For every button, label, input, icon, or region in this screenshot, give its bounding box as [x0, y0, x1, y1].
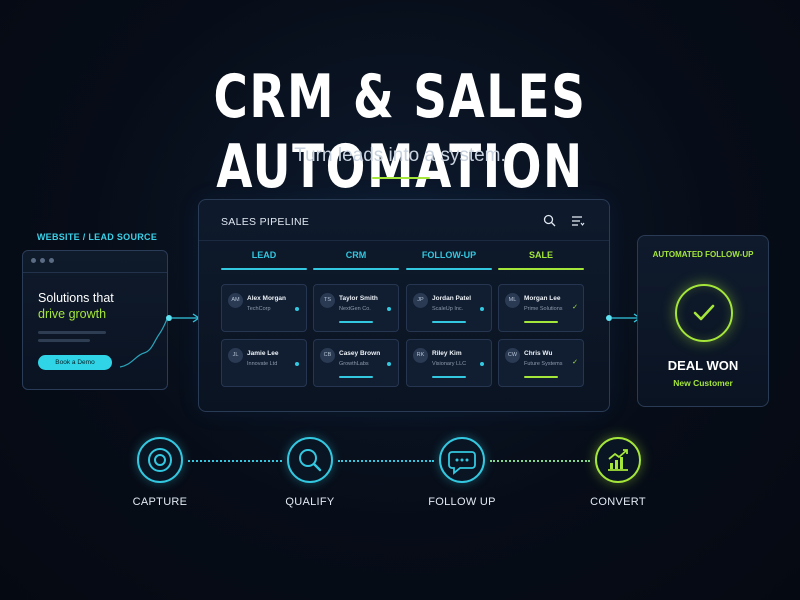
- column-crm-header[interactable]: CRM: [345, 250, 367, 260]
- window-dot-icon: [40, 258, 45, 263]
- growth-curve-icon: [119, 317, 167, 368]
- lead-card[interactable]: CW Chris Wu Future Systems ✓: [498, 339, 584, 387]
- convert-step[interactable]: [595, 437, 641, 483]
- lead-name: Alex Morgan: [247, 295, 287, 302]
- avatar: CB: [320, 348, 335, 363]
- progress-bar: [432, 376, 466, 378]
- website-headline-line1: Solutions that: [38, 291, 114, 305]
- column-underline: [221, 268, 307, 270]
- step-connector: [338, 460, 434, 462]
- lead-company: Innovate Ltd: [247, 361, 278, 367]
- progress-bar: [339, 376, 373, 378]
- step-connector: [188, 460, 282, 462]
- status-dot-icon: [480, 362, 484, 366]
- column-follow-up-header[interactable]: FOLLOW-UP: [421, 250, 477, 260]
- lead-company: GrowthLabs: [339, 361, 369, 367]
- automated-follow-up-label: AUTOMATED FOLLOW-UP: [652, 250, 754, 259]
- lead-card[interactable]: TS Taylor Smith NextGen Co.: [313, 284, 399, 332]
- pipeline-title: SALES PIPELINE: [221, 216, 310, 228]
- progress-bar: [524, 376, 558, 378]
- browser-bar: [23, 251, 167, 273]
- chart-growth-icon: [608, 449, 628, 471]
- website-preview-card: Solutions that drive growth Book a Demo: [22, 250, 168, 390]
- progress-bar: [524, 321, 558, 323]
- status-dot-icon: [480, 307, 484, 311]
- avatar: TS: [320, 293, 335, 308]
- filter-list-icon[interactable]: [571, 214, 585, 227]
- lead-company: TechCorp: [247, 306, 271, 312]
- magnifier-icon: [299, 449, 322, 472]
- progress-bar: [339, 321, 373, 323]
- check-icon: ✓: [572, 359, 578, 366]
- status-dot-icon: [387, 307, 391, 311]
- status-dot-icon: [295, 307, 299, 311]
- column-underline: [498, 268, 584, 270]
- avatar: ML: [505, 293, 520, 308]
- lead-card[interactable]: RK Riley Kim Visionary LLC: [406, 339, 492, 387]
- lead-company: ScaleUp Inc.: [432, 306, 464, 312]
- capture-step[interactable]: [137, 437, 183, 483]
- connector-arrow-icon: [606, 313, 642, 323]
- target-icon: [148, 448, 172, 472]
- column-sale-header[interactable]: SALE: [528, 250, 553, 260]
- lead-name: Chris Wu: [524, 350, 553, 357]
- lead-company: Prime Solutions: [524, 306, 563, 312]
- qualify-step[interactable]: [287, 437, 333, 483]
- status-dot-icon: [295, 362, 299, 366]
- lead-company: Visionary LLC: [432, 361, 467, 367]
- step-label-convert: CONVERT: [590, 496, 646, 508]
- lead-company: NextGen Co.: [339, 306, 371, 312]
- book-demo-button[interactable]: Book a Demo: [38, 355, 112, 370]
- lead-card[interactable]: JL Jamie Lee Innovate Ltd: [221, 339, 307, 387]
- text-placeholder-line: [38, 339, 90, 342]
- column-lead-header[interactable]: LEAD: [251, 250, 277, 260]
- lead-name: Morgan Lee: [524, 295, 561, 302]
- avatar: AM: [228, 293, 243, 308]
- chat-icon: [448, 451, 476, 475]
- website-headline-line2: drive growth: [38, 307, 107, 321]
- deal-substatus: New Customer: [673, 378, 733, 388]
- lead-name: Jordan Patel: [432, 295, 472, 302]
- window-dot-icon: [49, 258, 54, 263]
- subtitle-underline: [372, 177, 430, 179]
- check-icon: ✓: [572, 304, 578, 311]
- lead-name: Jamie Lee: [247, 350, 279, 357]
- lead-card[interactable]: ML Morgan Lee Prime Solutions ✓: [498, 284, 584, 332]
- deal-status: DEAL WON: [667, 358, 739, 373]
- lead-company: Future Systems: [524, 361, 563, 367]
- step-label-follow-up: FOLLOW UP: [428, 496, 496, 508]
- lead-card[interactable]: CB Casey Brown GrowthLabs: [313, 339, 399, 387]
- follow-up-step[interactable]: [439, 437, 485, 483]
- step-connector: [490, 460, 590, 462]
- avatar: RK: [413, 348, 428, 363]
- lead-name: Casey Brown: [339, 350, 381, 357]
- text-placeholder-line: [38, 331, 106, 334]
- lead-card[interactable]: AM Alex Morgan TechCorp: [221, 284, 307, 332]
- column-underline: [313, 268, 399, 270]
- page-title: CRM & SALES AUTOMATION: [213, 62, 587, 202]
- avatar: JP: [413, 293, 428, 308]
- checkmark-icon: [693, 304, 715, 321]
- step-label-capture: CAPTURE: [132, 496, 188, 508]
- deal-check-ring: [675, 284, 733, 342]
- status-dot-icon: [387, 362, 391, 366]
- connector-arrow-icon: [166, 313, 201, 323]
- avatar: JL: [228, 348, 243, 363]
- avatar: CW: [505, 348, 520, 363]
- search-icon[interactable]: [543, 214, 556, 227]
- progress-bar: [432, 321, 466, 323]
- page-subtitle: Turn leads into a system.: [294, 145, 506, 166]
- lead-card[interactable]: JP Jordan Patel ScaleUp Inc.: [406, 284, 492, 332]
- window-dot-icon: [31, 258, 36, 263]
- lead-name: Riley Kim: [432, 350, 462, 357]
- pipeline-divider: [199, 240, 609, 241]
- step-label-qualify: QUALIFY: [285, 496, 335, 508]
- lead-name: Taylor Smith: [339, 295, 378, 302]
- column-underline: [406, 268, 492, 270]
- lead-source-label: WEBSITE / LEAD SOURCE: [36, 232, 158, 242]
